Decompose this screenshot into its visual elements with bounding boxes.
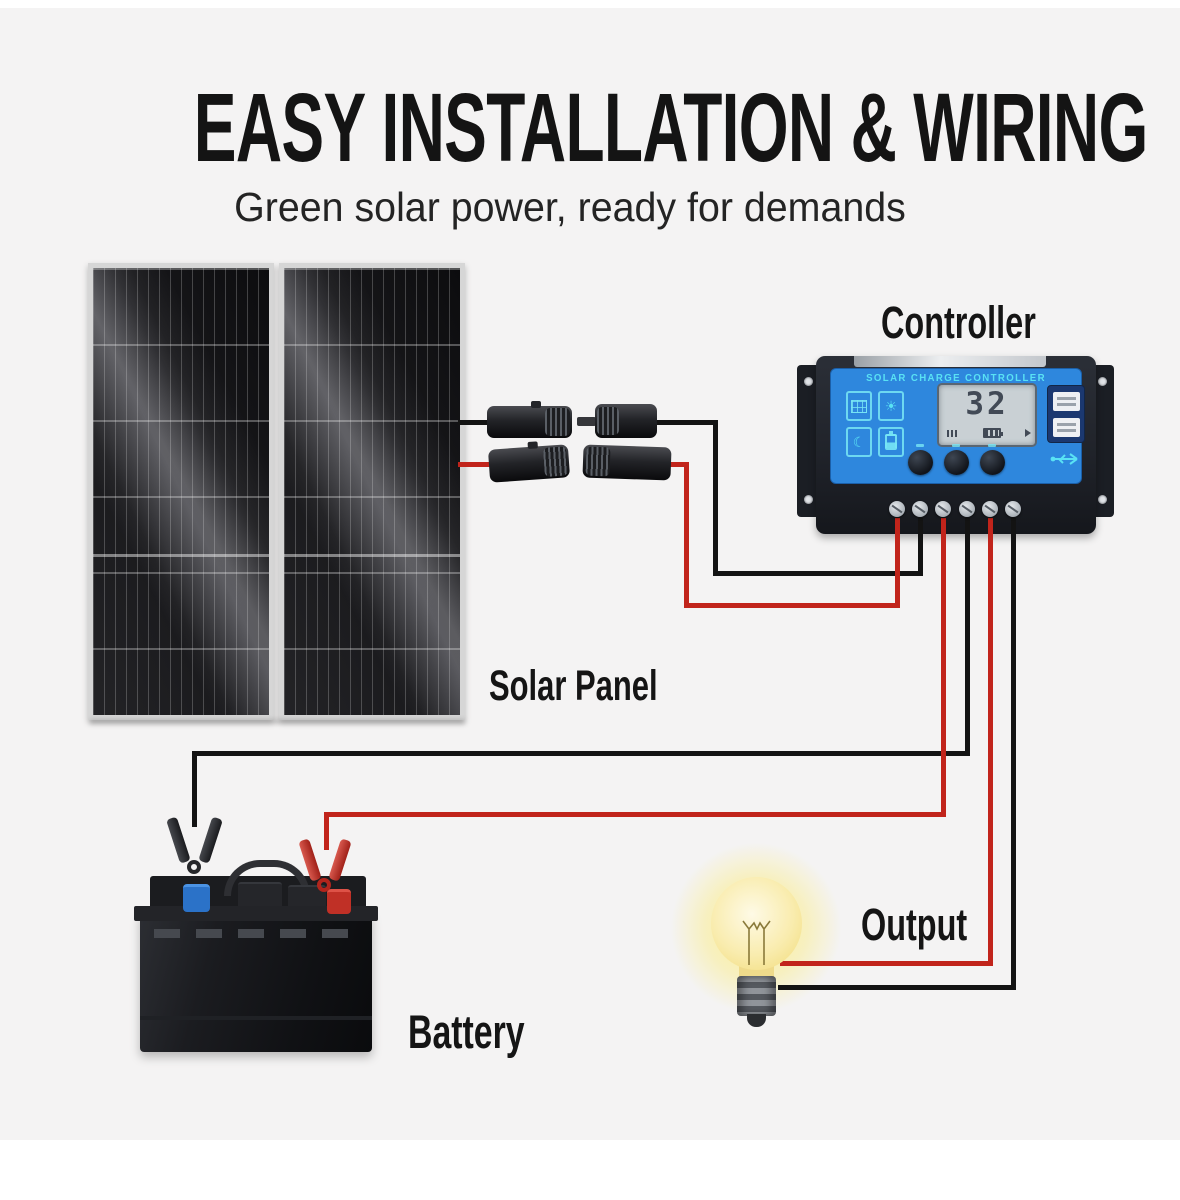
wire-battery-negative — [192, 751, 197, 827]
lcd-arrow-icon — [1025, 429, 1031, 437]
button-mark — [916, 444, 924, 447]
usb-port-top — [1053, 392, 1080, 411]
lcd-status-icons — [947, 427, 1031, 439]
wire-pv-negative — [458, 420, 489, 425]
bulb-tip — [747, 1014, 766, 1027]
wire-pv-positive — [684, 462, 689, 608]
controller-button-3 — [980, 450, 1005, 475]
panel-reflection — [93, 268, 269, 715]
sun-icon: ☀ — [878, 391, 904, 421]
solar-panel-left — [88, 263, 274, 720]
wire-load-positive — [988, 518, 993, 966]
battery-terminal-blue — [183, 884, 210, 912]
wire-pv-negative — [713, 420, 718, 576]
bulb-filament-icon — [742, 920, 771, 965]
mc4-connector-negative-female — [487, 401, 572, 438]
battery-vent-cap — [238, 882, 282, 910]
lcd-segment-icon — [947, 429, 959, 437]
battery-label: Battery — [408, 1005, 525, 1058]
solar-cells — [284, 268, 460, 715]
controller-button-2 — [944, 450, 969, 475]
mc4-connector-positive-male — [582, 444, 672, 481]
button-mark — [988, 444, 996, 447]
wire-battery-negative — [965, 518, 970, 756]
lcd-battery-icon — [983, 428, 1003, 438]
page-subtitle: Green solar power, ready for demands — [234, 184, 906, 230]
usb-port-bottom — [1053, 418, 1080, 437]
terminal-screw-6 — [1005, 501, 1021, 517]
wire-pv-positive — [458, 462, 492, 467]
charge-controller: SOLAR CHARGE CONTROLLER ☀ ☾ 32 — [816, 356, 1096, 534]
light-bulb — [711, 877, 802, 970]
battery-icon — [878, 427, 904, 457]
wire-pv-negative — [713, 571, 923, 576]
controller-icon-grid: ☀ ☾ — [846, 391, 910, 457]
wire-battery-negative — [192, 751, 968, 756]
screw-hole — [1098, 377, 1107, 386]
controller-faceplate: SOLAR CHARGE CONTROLLER ☀ ☾ 32 — [830, 368, 1085, 484]
screw-hole — [804, 495, 813, 504]
page-title: EASY INSTALLATION & WIRING — [193, 73, 1148, 182]
battery-groove — [140, 1016, 372, 1020]
screw-hole — [804, 377, 813, 386]
wire-pv-negative — [654, 420, 718, 425]
terminal-screw-2 — [912, 501, 928, 517]
terminal-screw-4 — [959, 501, 975, 517]
bulb-base — [737, 976, 776, 1016]
controller-label: Controller — [881, 297, 1036, 348]
solar-cells — [93, 268, 269, 715]
screw-hole — [1098, 495, 1107, 504]
wire-battery-positive — [941, 518, 946, 817]
controller-header-text: SOLAR CHARGE CONTROLLER — [866, 372, 1046, 384]
battery-terminal-red — [327, 889, 351, 914]
output-label: Output — [861, 899, 968, 950]
moon-icon: ☾ — [846, 427, 872, 457]
controller-top-strip — [854, 356, 1046, 367]
button-mark — [952, 444, 960, 447]
solar-panel-label: Solar Panel — [489, 662, 658, 710]
wire-load-negative — [778, 985, 1016, 990]
wire-load-positive — [780, 961, 993, 966]
usb-logo-icon — [1050, 453, 1078, 465]
wire-battery-positive — [324, 812, 329, 850]
lcd-value: 32 — [965, 386, 1009, 422]
wire-battery-positive — [324, 812, 944, 817]
battery-slots — [154, 929, 362, 938]
controller-button-1 — [908, 450, 933, 475]
wire-pv-positive — [684, 603, 900, 608]
terminal-screw-1 — [889, 501, 905, 517]
mc4-connector-negative-male — [577, 404, 657, 438]
solar-panel-right — [279, 263, 465, 720]
terminal-screw-5 — [982, 501, 998, 517]
terminal-screw-3 — [935, 501, 951, 517]
panel-reflection — [284, 268, 460, 715]
mc4-connector-positive-female — [487, 441, 571, 483]
lcd-display: 32 — [937, 383, 1037, 447]
alligator-clip-black — [166, 814, 223, 890]
wire-load-negative — [1011, 518, 1016, 990]
wire-pv-positive — [895, 518, 900, 608]
usb-ports — [1047, 385, 1085, 443]
panel-shadow — [90, 719, 465, 724]
wire-pv-negative — [918, 518, 923, 576]
alligator-clip-red — [298, 838, 352, 908]
wire-pv-positive — [667, 462, 689, 467]
solar-panel-icon — [846, 391, 872, 421]
